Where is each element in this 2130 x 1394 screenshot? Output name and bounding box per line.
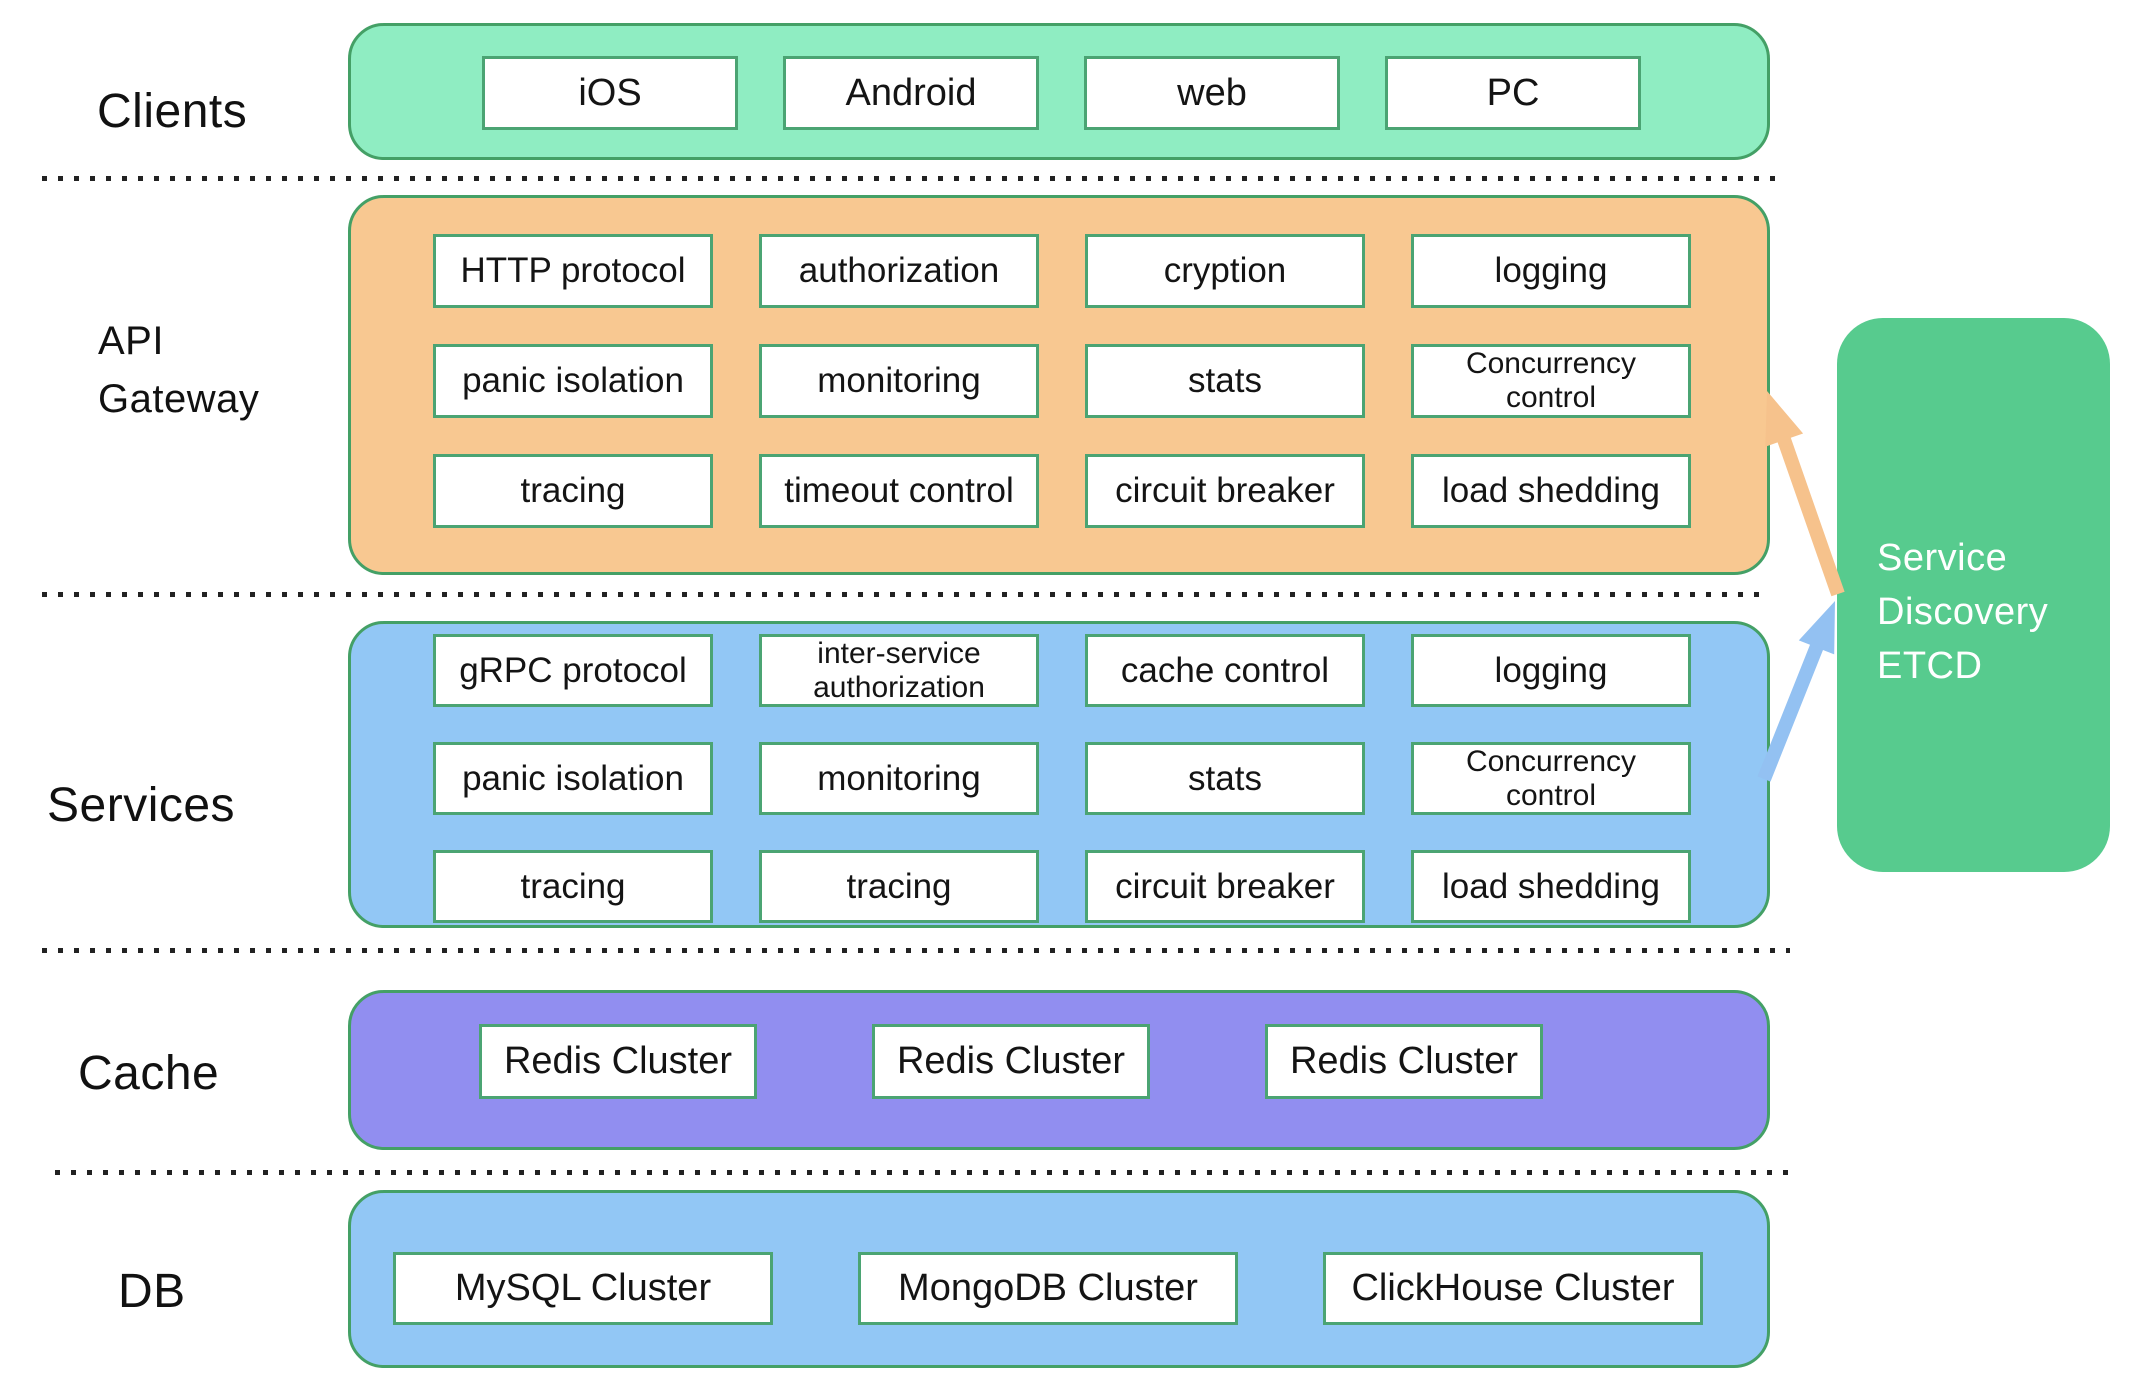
arrow-etcd-to-api-gateway <box>1765 391 1845 597</box>
db-container: MySQL Cluster MongoDB Cluster ClickHouse… <box>348 1190 1770 1368</box>
node-android: Android <box>783 56 1039 130</box>
separator-clients-apigateway <box>42 176 1785 181</box>
node-ios: iOS <box>482 56 738 130</box>
node-pc: PC <box>1385 56 1641 130</box>
node-redis-cluster: Redis Cluster <box>872 1024 1150 1099</box>
node-concurrency-control: Concurrency control <box>1411 742 1691 815</box>
node-grpc-protocol: gRPC protocol <box>433 634 713 707</box>
api-gateway-container: HTTP protocol authorization cryption log… <box>348 195 1770 575</box>
node-stats: stats <box>1085 344 1365 418</box>
node-tracing: tracing <box>433 454 713 528</box>
node-clickhouse-cluster: ClickHouse Cluster <box>1323 1252 1703 1325</box>
node-web: web <box>1084 56 1340 130</box>
layer-label-clients: Clients <box>97 85 248 138</box>
node-concurrency-control: Concurrency control <box>1411 344 1691 418</box>
node-monitoring: monitoring <box>759 742 1039 815</box>
node-tracing: tracing <box>433 850 713 923</box>
node-panic-isolation: panic isolation <box>433 344 713 418</box>
node-monitoring: monitoring <box>759 344 1039 418</box>
node-stats: stats <box>1085 742 1365 815</box>
node-logging: logging <box>1411 234 1691 308</box>
layer-label-api-gateway: API Gateway <box>98 319 260 421</box>
node-authorization: authorization <box>759 234 1039 308</box>
service-discovery-etcd-label: Service Discovery ETCD <box>1877 537 2049 687</box>
separator-apigateway-services <box>42 592 1762 597</box>
cache-container: Redis Cluster Redis Cluster Redis Cluste… <box>348 990 1770 1150</box>
node-redis-cluster: Redis Cluster <box>1265 1024 1543 1099</box>
node-cryption: cryption <box>1085 234 1365 308</box>
node-cache-control: cache control <box>1085 634 1365 707</box>
clients-container: iOS Android web PC <box>348 23 1770 160</box>
node-http-protocol: HTTP protocol <box>433 234 713 308</box>
node-inter-service-authorization: inter-service authorization <box>759 634 1039 707</box>
layer-label-db: DB <box>118 1265 186 1318</box>
separator-services-cache <box>42 948 1790 953</box>
separator-cache-db <box>55 1170 1788 1175</box>
node-load-shedding: load shedding <box>1411 454 1691 528</box>
node-timeout-control: timeout control <box>759 454 1039 528</box>
layer-label-cache: Cache <box>78 1047 220 1100</box>
node-redis-cluster: Redis Cluster <box>479 1024 757 1099</box>
node-circuit-breaker: circuit breaker <box>1085 454 1365 528</box>
node-tracing: tracing <box>759 850 1039 923</box>
service-discovery-etcd-box: Service Discovery ETCD <box>1837 318 2110 872</box>
services-container: gRPC protocol inter-service authorizatio… <box>348 621 1770 928</box>
node-circuit-breaker: circuit breaker <box>1085 850 1365 923</box>
node-mysql-cluster: MySQL Cluster <box>393 1252 773 1325</box>
node-panic-isolation: panic isolation <box>433 742 713 815</box>
node-load-shedding: load shedding <box>1411 850 1691 923</box>
node-mongodb-cluster: MongoDB Cluster <box>858 1252 1238 1325</box>
node-logging: logging <box>1411 634 1691 707</box>
layer-label-services: Services <box>47 779 236 832</box>
